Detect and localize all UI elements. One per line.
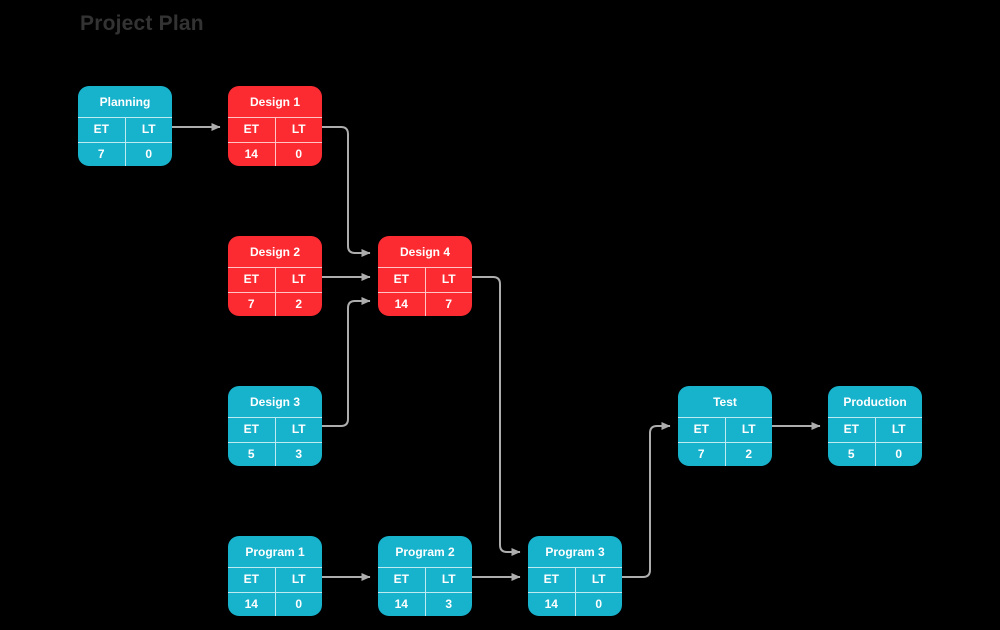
node-et-label: ET [228, 268, 276, 292]
node-lt-value: 3 [295, 446, 303, 461]
node-header-row: ET LT [78, 117, 172, 142]
node-header-row: ET LT [678, 417, 772, 442]
node-title: Planning [99, 95, 151, 109]
node-header-row: ET LT [228, 417, 322, 442]
node-et-value: 14 [378, 592, 426, 616]
node-title: Program 1 [245, 545, 305, 559]
node-et-label: ET [828, 418, 876, 442]
node-et-label: ET [78, 118, 126, 142]
node-program2[interactable]: Program 2 ET LT 14 3 [378, 536, 472, 616]
node-header-row: ET LT [378, 267, 472, 292]
node-et-value: 14 [378, 292, 426, 316]
node-title: Design 1 [249, 95, 300, 109]
node-program1[interactable]: Program 1 ET LT 14 0 [228, 536, 322, 616]
node-lt-value: 2 [295, 296, 303, 311]
node-lt-value: 0 [145, 146, 153, 161]
node-value-row: 14 0 [528, 591, 622, 616]
node-header-row: ET LT [228, 567, 322, 592]
node-lt-value: 3 [445, 596, 453, 611]
node-title: Test [713, 395, 737, 409]
node-title: Program 3 [545, 545, 605, 559]
page-title: Project Plan [80, 12, 204, 35]
node-et-label: ET [228, 568, 276, 592]
node-lt-value: 0 [895, 446, 903, 461]
connector-design3-to-design4 [322, 297, 371, 427]
node-lt-value: 0 [295, 596, 303, 611]
node-title: Design 3 [249, 395, 300, 409]
node-design4[interactable]: Design 4 ET LT 14 7 [378, 236, 472, 316]
node-et-value: 14 [228, 592, 276, 616]
node-lt-value: 7 [445, 296, 453, 311]
node-et-value: 14 [228, 142, 276, 166]
node-lt-value: 0 [295, 146, 303, 161]
node-header-row: ET LT [228, 117, 322, 142]
node-et-label: ET [228, 118, 276, 142]
node-et-value: 14 [528, 592, 576, 616]
node-et-value: 7 [228, 292, 276, 316]
node-value-row: 14 3 [378, 591, 472, 616]
node-title: Program 2 [395, 545, 455, 559]
node-title: Production [843, 395, 907, 409]
node-et-value: 5 [828, 442, 876, 466]
node-lt-label: LT [291, 122, 306, 137]
node-lt-label: LT [291, 572, 306, 587]
node-design1[interactable]: Design 1 ET LT 14 0 [228, 86, 322, 166]
node-lt-value: 2 [745, 446, 753, 461]
connector-design1-to-design4 [322, 126, 371, 257]
node-value-row: 14 7 [378, 291, 472, 316]
node-title: Design 2 [249, 245, 300, 259]
node-header-row: ET LT [378, 567, 472, 592]
node-program3[interactable]: Program 3 ET LT 14 0 [528, 536, 622, 616]
node-header-row: ET LT [828, 417, 922, 442]
node-et-value: 7 [678, 442, 726, 466]
node-lt-label: LT [141, 122, 156, 137]
node-et-value: 7 [78, 142, 126, 166]
node-lt-label: LT [741, 422, 756, 437]
node-et-value: 5 [228, 442, 276, 466]
node-lt-label: LT [291, 272, 306, 287]
connector-design4-to-program3 [472, 276, 521, 556]
node-header-row: ET LT [528, 567, 622, 592]
node-value-row: 14 0 [228, 141, 322, 166]
connector-program3-to-test [622, 422, 671, 578]
node-et-label: ET [678, 418, 726, 442]
node-lt-label: LT [441, 272, 456, 287]
node-lt-value: 0 [595, 596, 603, 611]
node-value-row: 14 0 [228, 591, 322, 616]
node-et-label: ET [378, 568, 426, 592]
node-header-row: ET LT [228, 267, 322, 292]
node-lt-label: LT [441, 572, 456, 587]
node-et-label: ET [378, 268, 426, 292]
node-lt-label: LT [291, 422, 306, 437]
node-et-label: ET [228, 418, 276, 442]
node-lt-label: LT [591, 572, 606, 587]
node-lt-label: LT [891, 422, 906, 437]
node-et-label: ET [528, 568, 576, 592]
node-title: Design 4 [399, 245, 450, 259]
